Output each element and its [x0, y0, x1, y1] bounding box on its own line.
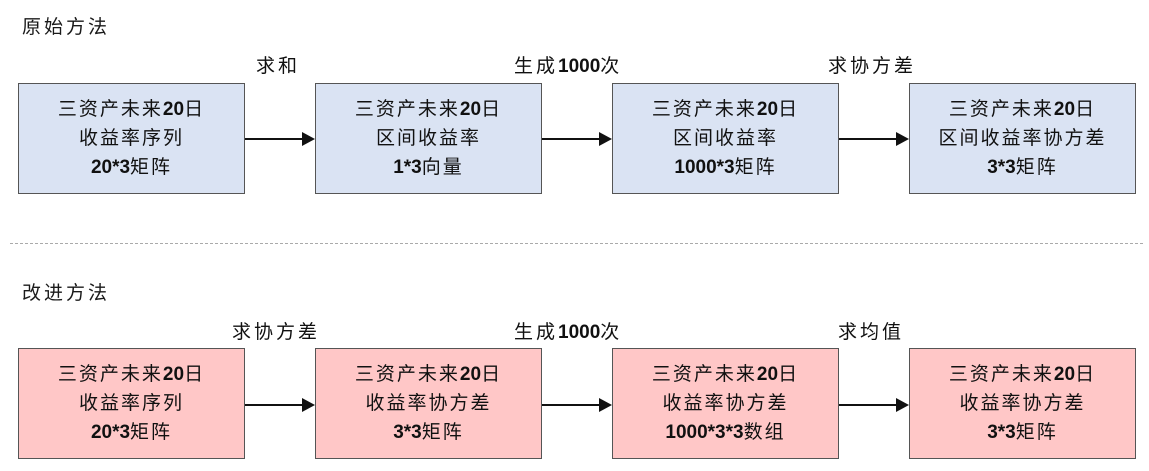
text: 数组	[743, 421, 786, 443]
box-line-3: 1000*3*3数组	[665, 418, 785, 447]
number: 20	[1053, 99, 1076, 120]
box-line-1: 三资产未来20日	[949, 360, 1096, 389]
box-line-2: 收益率序列	[78, 392, 184, 414]
number: 20	[459, 99, 482, 120]
box-line-1: 三资产未来20日	[58, 360, 205, 389]
number: 3*3	[987, 422, 1016, 443]
box-line-2: 收益率序列	[78, 127, 184, 149]
op-text: 生成	[514, 321, 559, 343]
op-text-suffix: 次	[600, 55, 623, 77]
arrow-right-icon	[542, 132, 612, 146]
box-line-3: 3*3矩阵	[393, 418, 464, 447]
text: 日	[184, 363, 206, 385]
text: 矩阵	[421, 421, 464, 443]
op-label-covariance: 求协方差	[232, 317, 320, 344]
number: 20	[162, 99, 185, 120]
number: 20*3	[90, 157, 131, 178]
box-line-2: 区间收益率协方差	[938, 127, 1107, 149]
box-line-1: 三资产未来20日	[58, 95, 205, 124]
text: 矩阵	[734, 156, 777, 178]
section-title-improved: 改进方法	[22, 282, 111, 304]
text: 日	[184, 98, 206, 120]
op-label-sum: 求和	[256, 51, 300, 78]
number: 20*3	[90, 422, 131, 443]
text: 矩阵	[1015, 156, 1058, 178]
flow-box-original-1: 三资产未来20日 收益率序列 20*3矩阵	[18, 83, 245, 194]
section-title-original: 原始方法	[22, 16, 111, 38]
box-line-3: 20*3矩阵	[91, 418, 172, 447]
number: 3*3	[987, 157, 1016, 178]
arrow-right-icon	[542, 398, 612, 412]
text: 日	[778, 363, 800, 385]
text: 矩阵	[1015, 421, 1058, 443]
arrow-right-icon	[839, 398, 909, 412]
op-label-generate: 生成1000次	[514, 51, 622, 78]
text: 三资产未来	[354, 363, 460, 385]
number: 20	[459, 364, 482, 385]
box-line-2: 收益率协方差	[959, 392, 1086, 414]
text: 日	[481, 363, 503, 385]
flow-box-original-3: 三资产未来20日 区间收益率 1000*3矩阵	[612, 83, 839, 194]
op-number: 1000	[558, 322, 601, 343]
flow-box-improved-3: 三资产未来20日 收益率协方差 1000*3*3数组	[612, 348, 839, 459]
text: 日	[481, 98, 503, 120]
text: 三资产未来	[651, 363, 757, 385]
box-line-3: 3*3矩阵	[987, 153, 1058, 182]
text: 日	[1075, 363, 1097, 385]
box-line-2: 区间收益率	[672, 127, 778, 149]
box-line-1: 三资产未来20日	[355, 360, 502, 389]
op-text: 求协方差	[232, 321, 321, 343]
box-line-1: 三资产未来20日	[355, 95, 502, 124]
number: 20	[756, 99, 779, 120]
text: 三资产未来	[57, 98, 163, 120]
arrow-right-icon	[839, 132, 909, 146]
number: 20	[162, 364, 185, 385]
box-line-1: 三资产未来20日	[949, 95, 1096, 124]
text: 日	[1075, 98, 1097, 120]
box-line-2: 收益率协方差	[365, 392, 492, 414]
op-text-suffix: 次	[600, 321, 623, 343]
arrow-right-icon	[245, 132, 315, 146]
number: 20	[1053, 364, 1076, 385]
text: 三资产未来	[948, 98, 1054, 120]
flow-box-improved-4: 三资产未来20日 收益率协方差 3*3矩阵	[909, 348, 1136, 459]
box-line-3: 3*3矩阵	[987, 418, 1058, 447]
text: 向量	[421, 156, 464, 178]
flow-box-improved-1: 三资产未来20日 收益率序列 20*3矩阵	[18, 348, 245, 459]
text: 矩阵	[130, 421, 173, 443]
op-label-generate: 生成1000次	[514, 317, 622, 344]
flow-box-original-4: 三资产未来20日 区间收益率协方差 3*3矩阵	[909, 83, 1136, 194]
box-line-2: 区间收益率	[375, 127, 481, 149]
text: 三资产未来	[354, 98, 460, 120]
text: 日	[778, 98, 800, 120]
number: 20	[756, 364, 779, 385]
text: 三资产未来	[651, 98, 757, 120]
text: 三资产未来	[57, 363, 163, 385]
op-label-mean: 求均值	[838, 317, 904, 344]
op-text: 求和	[256, 55, 301, 77]
box-line-3: 20*3矩阵	[91, 153, 172, 182]
number: 3*3	[393, 422, 422, 443]
text: 三资产未来	[948, 363, 1054, 385]
op-label-covariance: 求协方差	[828, 51, 916, 78]
text: 矩阵	[130, 156, 173, 178]
box-line-1: 三资产未来20日	[652, 95, 799, 124]
number: 1000*3*3	[665, 422, 744, 443]
box-line-1: 三资产未来20日	[652, 360, 799, 389]
flow-box-improved-2: 三资产未来20日 收益率协方差 3*3矩阵	[315, 348, 542, 459]
op-text: 求均值	[838, 321, 905, 343]
op-text: 生成	[514, 55, 559, 77]
section-divider	[10, 243, 1143, 244]
op-number: 1000	[558, 56, 601, 77]
box-line-2: 收益率协方差	[662, 392, 789, 414]
number: 1*3	[393, 157, 422, 178]
box-line-3: 1*3向量	[393, 153, 464, 182]
number: 1000*3	[674, 157, 735, 178]
flow-box-original-2: 三资产未来20日 区间收益率 1*3向量	[315, 83, 542, 194]
box-line-3: 1000*3矩阵	[674, 153, 776, 182]
arrow-right-icon	[245, 398, 315, 412]
op-text: 求协方差	[828, 55, 917, 77]
